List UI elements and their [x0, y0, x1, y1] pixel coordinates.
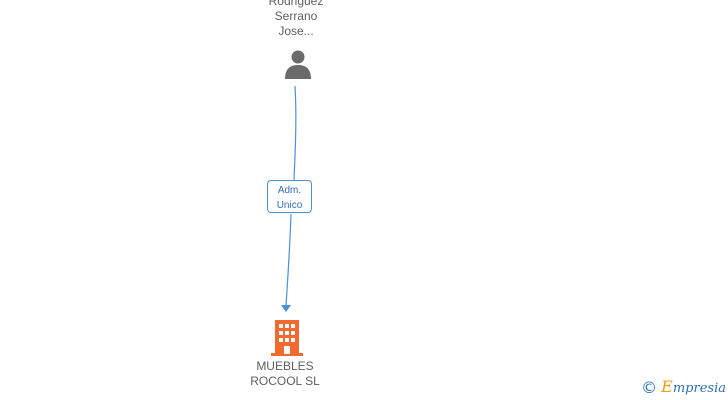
brand-rest: mpresia: [672, 381, 726, 396]
relation-label-line-2: Unico: [276, 200, 303, 211]
person-name-line-3: Jose...: [278, 24, 314, 38]
relation-label-line-1: Adm.: [277, 185, 302, 196]
person-name[interactable]: Rodriguez Serrano Jose...: [236, 0, 356, 39]
edge-line-lower: [285, 213, 292, 307]
company-name[interactable]: MUEBLES ROCOOL SL: [225, 359, 345, 389]
relation-label[interactable]: Adm. Unico: [267, 180, 312, 213]
person-name-line-2: Serrano: [274, 9, 318, 23]
person-name-line-1: Rodriguez: [268, 0, 324, 8]
company-name-line-2: ROCOOL SL: [250, 374, 320, 388]
edge-line-upper: [293, 85, 297, 181]
brand-logo: Empresia: [661, 379, 726, 397]
person-icon[interactable]: [283, 49, 313, 79]
empresia-watermark: © Empresia: [641, 378, 726, 398]
copyright-icon: ©: [641, 378, 658, 397]
company-name-line-1: MUEBLES: [256, 359, 314, 373]
arrowhead-icon: [281, 305, 291, 312]
building-icon[interactable]: [271, 320, 303, 356]
brand-first-letter: E: [661, 377, 673, 396]
